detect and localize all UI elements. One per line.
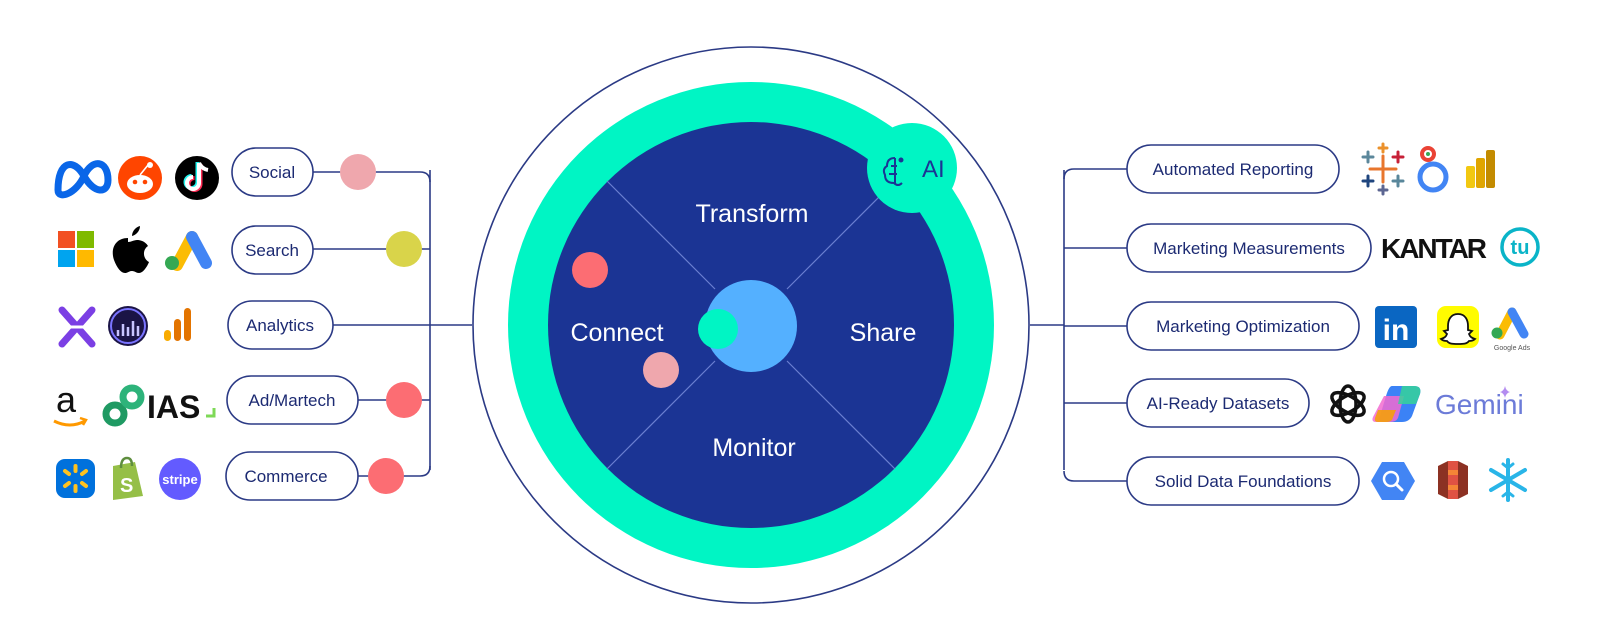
category-label: Ad/Martech xyxy=(249,391,336,410)
central-hub: Transform Connect Share Monitor AI xyxy=(472,46,1030,604)
commerce-status-dot xyxy=(368,458,404,494)
category-social[interactable]: Social xyxy=(231,147,314,197)
adobe-analytics-logo xyxy=(108,306,148,346)
category-marketing-optimization[interactable]: Marketing Optimization xyxy=(1126,301,1360,351)
stripe-logo: stripe xyxy=(159,458,201,500)
snapchat-logo xyxy=(1437,306,1479,348)
category-label: Marketing Measurements xyxy=(1153,239,1345,258)
hub-pink-dot xyxy=(643,352,679,388)
amazon-logo: a xyxy=(53,379,88,427)
gemini-logo: Gemini xyxy=(1435,386,1524,420)
ai-badge-label: AI xyxy=(922,156,945,183)
snowflake-logo xyxy=(1489,458,1527,502)
tableau-logo xyxy=(1361,142,1405,196)
category-admartech[interactable]: Ad/Martech xyxy=(226,375,359,425)
google-ads-caption: Google Ads xyxy=(1494,345,1531,352)
left-categories: Social Search Analytics Ad/Martech Comme… xyxy=(225,147,359,501)
hub-divider-lines xyxy=(606,180,896,470)
search-status-dot xyxy=(386,231,422,267)
shopify-s-glyph: S xyxy=(120,475,133,497)
linkedin-logo: in xyxy=(1375,306,1417,348)
kantar-wordmark: KANTAR xyxy=(1381,233,1487,264)
hub-center-mint-dot xyxy=(698,309,738,349)
social-status-dot xyxy=(340,154,376,190)
shopify-logo: S xyxy=(113,456,143,500)
category-label: Marketing Optimization xyxy=(1156,317,1330,336)
ias-logo: IAS xyxy=(147,389,216,425)
meta-logo xyxy=(54,160,112,199)
segment-connect: Connect xyxy=(570,319,663,347)
right-categories: Automated Reporting Marketing Measuremen… xyxy=(1126,144,1372,506)
category-label: Analytics xyxy=(246,316,314,335)
power-bi-logo xyxy=(1466,150,1495,188)
google-ads-logo xyxy=(165,231,212,271)
category-label: Commerce xyxy=(244,467,327,486)
hub-coral-dot xyxy=(572,252,608,288)
category-label: AI-Ready Datasets xyxy=(1147,394,1290,413)
kantar-logo: KANTAR xyxy=(1381,233,1487,264)
category-label: Solid Data Foundations xyxy=(1155,472,1332,491)
ias-wordmark: IAS xyxy=(147,389,200,425)
bigquery-logo xyxy=(1371,462,1415,500)
gemini-wordmark: Gemini xyxy=(1435,389,1524,420)
segment-transform: Transform xyxy=(696,200,809,228)
tu-logo: tu xyxy=(1500,227,1540,267)
google-analytics-logo xyxy=(164,308,191,341)
apple-logo xyxy=(112,226,149,273)
brain-icon xyxy=(882,157,904,186)
reddit-logo xyxy=(118,156,162,200)
microsoft-logo xyxy=(58,231,94,267)
category-label: Search xyxy=(245,241,299,260)
admartech-status-dot xyxy=(386,382,422,418)
walmart-logo xyxy=(56,459,95,498)
category-ai-ready-datasets[interactable]: AI-Ready Datasets xyxy=(1126,378,1310,428)
category-analytics[interactable]: Analytics xyxy=(227,300,334,350)
x-analytics-logo xyxy=(58,306,96,348)
category-solid-data-foundations[interactable]: Solid Data Foundations xyxy=(1126,456,1360,506)
copilot-logo xyxy=(1372,386,1421,422)
segment-monitor: Monitor xyxy=(712,434,795,462)
category-marketing-measurements[interactable]: Marketing Measurements xyxy=(1126,223,1372,273)
linkedin-wordmark: in xyxy=(1383,314,1410,347)
ai-badge: AI xyxy=(867,123,957,213)
amazon-wordmark: a xyxy=(56,379,77,420)
tu-wordmark: tu xyxy=(1511,237,1530,259)
stripe-wordmark: stripe xyxy=(162,472,197,487)
looker-studio-logo xyxy=(1417,146,1449,193)
integration-logo xyxy=(102,384,145,427)
openai-logo xyxy=(1330,384,1366,424)
category-label: Automated Reporting xyxy=(1153,160,1314,179)
category-automated-reporting[interactable]: Automated Reporting xyxy=(1126,144,1340,194)
segment-share: Share xyxy=(850,319,917,347)
category-search[interactable]: Search xyxy=(231,225,314,275)
aws-s3-logo xyxy=(1438,461,1468,499)
google-ads-logo: Google Ads xyxy=(1491,307,1531,352)
category-label: Social xyxy=(249,163,295,182)
hub-center-circle xyxy=(705,280,797,372)
tiktok-logo xyxy=(175,156,219,200)
category-commerce[interactable]: Commerce xyxy=(225,451,359,501)
